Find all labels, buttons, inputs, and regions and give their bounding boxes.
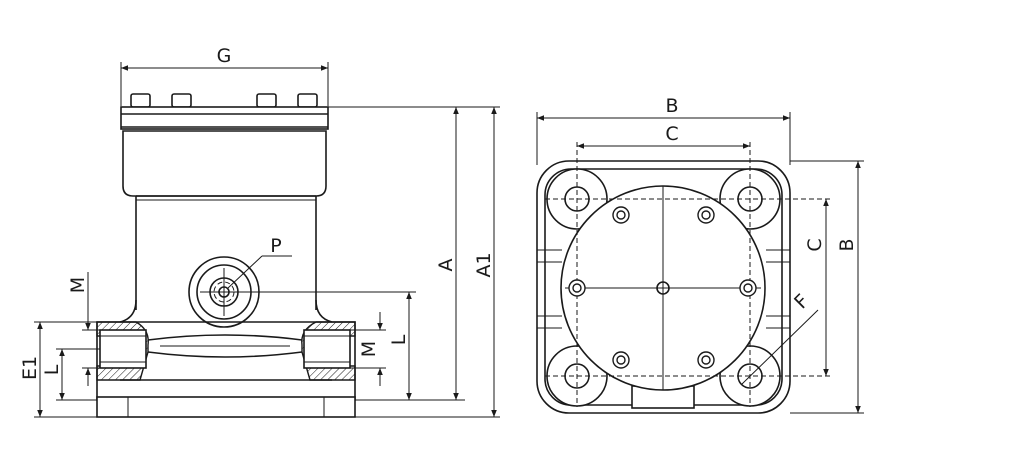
label-P: P — [270, 235, 281, 257]
side-view-dimensions: G A A1 L M P M L — [19, 45, 500, 418]
label-L-right: L — [388, 334, 410, 345]
label-A: A — [435, 259, 457, 272]
label-A1: A1 — [473, 252, 495, 277]
housing-body — [119, 195, 333, 323]
label-L-left: L — [41, 364, 63, 375]
label-G: G — [217, 45, 232, 67]
top-housing — [120, 106, 329, 197]
port-right — [301, 321, 356, 381]
top-bolt-heads — [130, 93, 318, 108]
label-B-top: B — [665, 95, 678, 117]
label-C-top: C — [665, 123, 678, 145]
side-view — [96, 93, 356, 418]
top-view — [536, 142, 830, 414]
plate-notches — [537, 249, 790, 329]
port-left — [96, 321, 149, 381]
foot-section — [96, 321, 356, 418]
label-F: F — [790, 290, 813, 313]
label-C-side: C — [804, 238, 826, 251]
cover-bolts — [568, 206, 757, 369]
label-E1: E1 — [19, 356, 41, 380]
label-B-side: B — [836, 238, 858, 251]
label-M-right: M — [358, 341, 380, 357]
top-view-dimensions: B C B C F — [536, 95, 864, 414]
label-M-left: M — [67, 277, 89, 293]
